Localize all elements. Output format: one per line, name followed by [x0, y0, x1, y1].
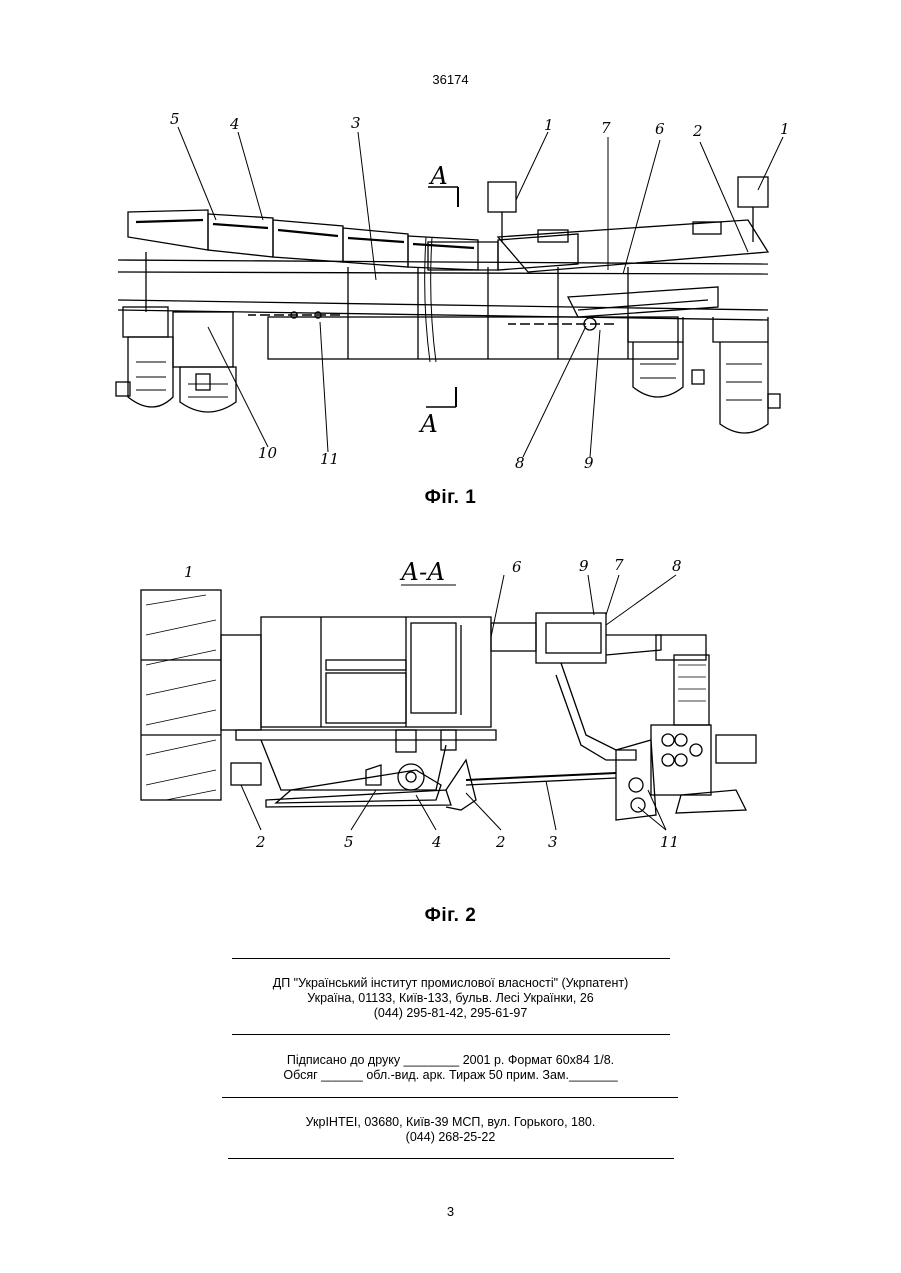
divider-4: [228, 1158, 674, 1159]
institute-line-2: (044) 268-25-22: [0, 1130, 901, 1145]
figure-2-drawing: А-А 1 6 9 7 8 2 5 4 2 3 11: [116, 545, 776, 890]
callout-1-left: 1: [544, 116, 554, 134]
callout-6: 6: [655, 120, 665, 138]
callout-2-right: 2: [495, 833, 506, 851]
section-title-a-a: А-А: [399, 558, 445, 586]
callout-11: 11: [660, 833, 679, 851]
section-marker-a-bottom: [426, 387, 456, 407]
callout-10: 10: [258, 444, 278, 462]
leader-lines: [178, 127, 783, 457]
callout-7: 7: [601, 119, 611, 137]
publisher-line-3: (044) 295-81-42, 295-61-97: [0, 1006, 901, 1021]
callout-4: 4: [229, 115, 240, 133]
print-info-block: Підписано до друку ________ 2001 р. Форм…: [0, 1053, 901, 1083]
left-drive-units: [116, 252, 236, 412]
conveyor-pans-right: [428, 234, 578, 270]
callout-2: 2: [692, 122, 703, 140]
callout-8: 8: [672, 557, 682, 575]
callout-9: 9: [584, 454, 594, 472]
figure-1-caption: Фіг. 1: [0, 487, 901, 509]
publisher-block: ДП "Український інститут промислової вла…: [0, 976, 901, 1021]
right-frame-and-drives: [488, 177, 780, 433]
main-frame: [118, 237, 768, 362]
callout-9: 9: [579, 557, 589, 575]
divider-1: [232, 958, 670, 959]
callout-11: 11: [320, 450, 339, 468]
cable-handler: [651, 655, 756, 813]
figure-2-caption: Фіг. 2: [0, 905, 901, 927]
callout-2-left: 2: [255, 833, 266, 851]
figure-1-drawing: 5 4 3 1 7 6 2 1 10 11 8 9 А А: [108, 102, 798, 472]
callout-1-right: 1: [780, 120, 790, 138]
chain: [248, 312, 614, 324]
wall-block: [141, 590, 221, 800]
callout-4: 4: [431, 833, 442, 851]
divider-2: [232, 1034, 670, 1035]
section-label-a-bottom: А: [418, 410, 438, 438]
leader-lines-fig2: [241, 575, 676, 830]
page-number: 3: [0, 1204, 901, 1219]
divider-3: [222, 1097, 678, 1098]
print-line-1: Підписано до друку ________ 2001 р. Форм…: [0, 1053, 901, 1068]
institute-line-1: УкрІНТЕІ, 03680, Київ-39 МСП, вул. Горьк…: [0, 1115, 901, 1130]
section-marker-a-top: [428, 187, 458, 207]
document-number: 36174: [0, 72, 901, 87]
callout-1: 1: [184, 563, 194, 581]
institute-block: УкрІНТЕІ, 03680, Київ-39 МСП, вул. Горьк…: [0, 1115, 901, 1145]
callout-5: 5: [170, 110, 180, 128]
callout-3: 3: [548, 833, 558, 851]
main-housing: [221, 617, 491, 730]
section-label-a-top: А: [428, 162, 448, 190]
callout-7: 7: [614, 556, 624, 574]
callout-6: 6: [512, 558, 522, 576]
callout-5: 5: [344, 833, 354, 851]
print-line-2: Обсяг ______ обл.-вид. арк. Тираж 50 при…: [0, 1068, 901, 1083]
callout-3: 3: [351, 114, 361, 132]
callout-8: 8: [515, 454, 525, 472]
lower-carriage: [231, 730, 496, 807]
publisher-line-2: Україна, 01133, Київ-133, бульв. Лесі Ук…: [0, 991, 901, 1006]
publisher-line-1: ДП "Український інститут промислової вла…: [0, 976, 901, 991]
